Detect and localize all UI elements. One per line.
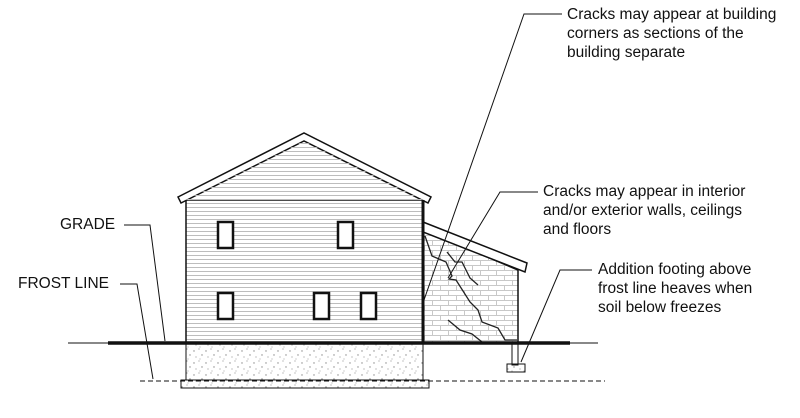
note-line: frost line heaves when bbox=[598, 280, 753, 297]
foundation bbox=[185, 342, 424, 381]
note-line: and floors bbox=[543, 221, 612, 238]
addition-footing-post bbox=[511, 342, 519, 366]
footing bbox=[180, 379, 430, 389]
windows bbox=[216, 220, 378, 321]
note-line: building separate bbox=[567, 44, 686, 61]
corner-cracks-note: Cracks may appear at building corners as… bbox=[567, 5, 776, 62]
leader-lines bbox=[120, 13, 592, 380]
frost-line-label: FROST LINE bbox=[18, 275, 110, 292]
note-line: and/or exterior walls, ceilings bbox=[543, 202, 743, 219]
note-line: Cracks may appear in interior bbox=[543, 183, 746, 200]
grade-label: GRADE bbox=[60, 216, 116, 233]
main-house bbox=[176, 132, 433, 389]
addition bbox=[422, 220, 528, 373]
note-line: Addition footing above bbox=[598, 261, 752, 278]
wall-cracks-note: Cracks may appear in interior and/or ext… bbox=[543, 182, 745, 239]
note-line: corners as sections of the bbox=[567, 25, 744, 42]
note-line: soil below freezes bbox=[598, 299, 722, 316]
note-line: Cracks may appear at building bbox=[567, 6, 777, 23]
wall-cracks bbox=[424, 235, 517, 343]
addition-footing-note: Addition footing above frost line heaves… bbox=[598, 260, 752, 317]
addition-footing-pad bbox=[506, 363, 526, 373]
